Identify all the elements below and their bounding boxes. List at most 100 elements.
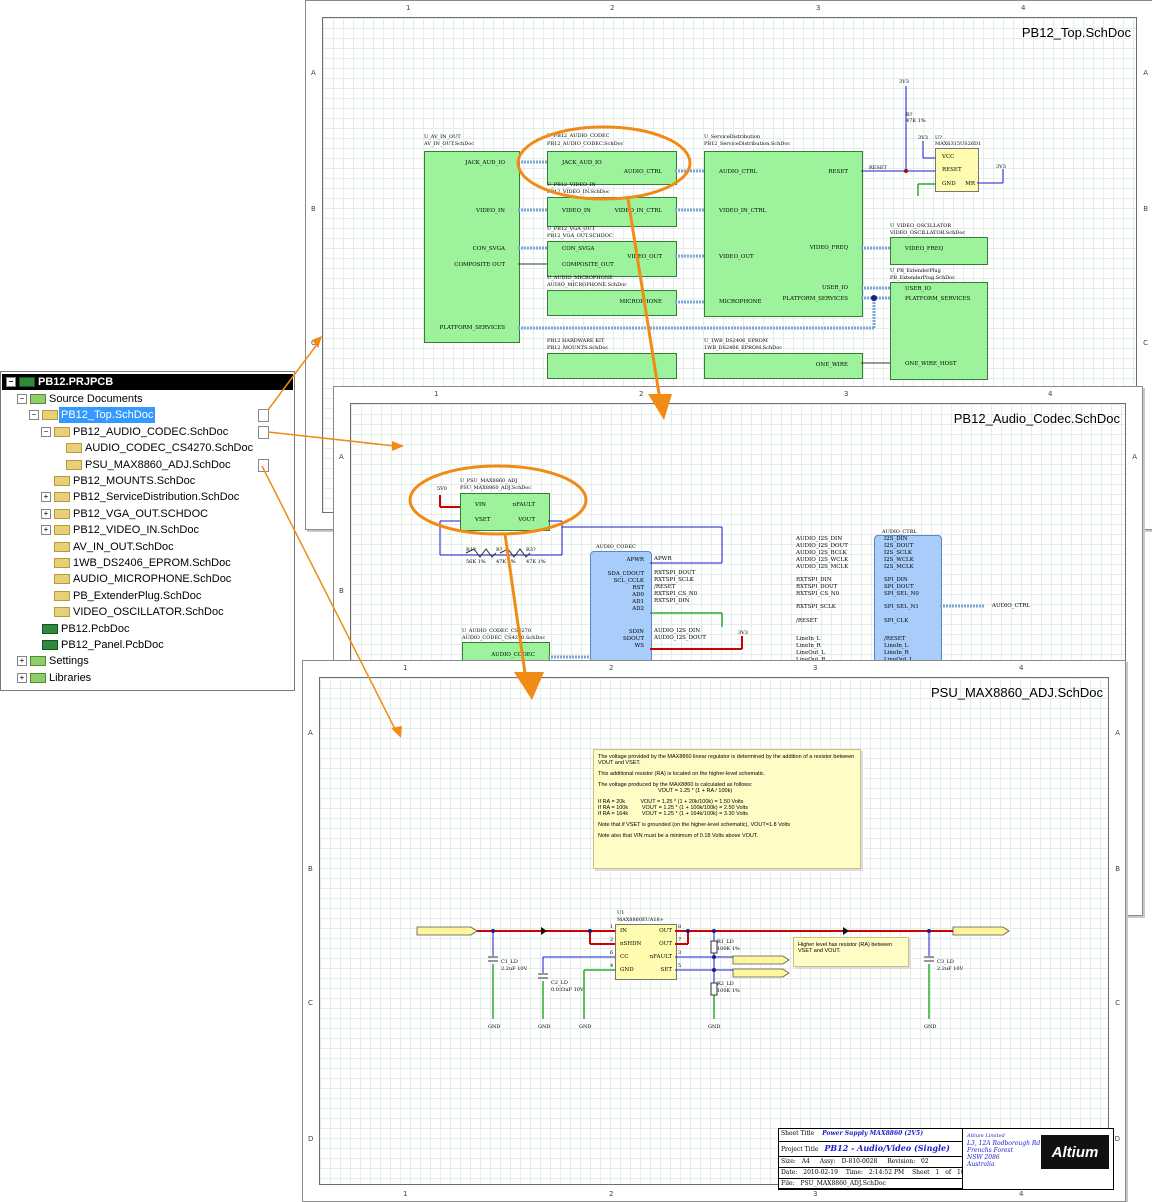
tree-root[interactable]: − PB12.PRJPCB (2, 374, 293, 390)
sheet-symbol-audio-codec[interactable]: JACK_AUD_IO AUDIO_CTRL (547, 151, 677, 185)
tree-item[interactable]: −Source Documents (1, 391, 294, 407)
expand-icon[interactable]: + (41, 508, 51, 519)
tree-item[interactable]: +PB12_ServiceDistribution.SchDoc (1, 489, 294, 505)
tree-item[interactable]: +PB12_VIDEO_IN.SchDoc (1, 522, 294, 538)
design-note: The voltage provided by the MAX8860 line… (593, 749, 861, 869)
ctrl-net-label: AUDIO_I2S_DIN (796, 536, 843, 542)
port-label: VOUT (518, 517, 535, 523)
sheet-symbol-mounts[interactable] (547, 353, 677, 379)
tree-item[interactable]: VIDEO_OSCILLATOR.SchDoc (1, 604, 294, 620)
collapse-icon[interactable]: − (6, 377, 16, 387)
pin-number: 4 (610, 963, 614, 969)
psu-block-designator: U_PSU_MAX8860_ADJ (460, 478, 518, 484)
tree-item[interactable]: AV_IN_OUT.SchDoc (1, 539, 294, 555)
audio-ctrl-port: AUDIO_CTRL (992, 603, 1031, 609)
port-label: VIDEO_OUT (719, 254, 754, 260)
eprom-file: 1WB_DS2406_EPROM.SchDoc (704, 345, 783, 351)
tree-item[interactable]: PSU_MAX8860_ADJ.SchDoc (1, 457, 294, 473)
port-label: VIDEO_FREQ (905, 246, 944, 252)
sheet-symbol-service-distribution[interactable]: AUDIO_CTRL VIDEO_IN_CTRL VIDEO_OUT MICRO… (704, 151, 863, 317)
pin-label: GND (620, 967, 634, 973)
collapse-icon[interactable]: − (29, 410, 39, 421)
tree-item[interactable]: +PB12_VGA_OUT.SCHDOC (1, 506, 294, 522)
document-open-icon (258, 425, 269, 439)
gnd-label: GND (538, 1024, 551, 1030)
zone-col-4: 4 (1021, 4, 1026, 12)
ctrl-net-label: /RESET (796, 618, 818, 624)
sheet-symbol-vga-out[interactable]: CON_SVGA COMPOSITE_OUT VIDEO_OUT (547, 241, 677, 277)
tree-item[interactable]: PB_ExtenderPlug.SchDoc (1, 588, 294, 604)
tb-file: PSU_MAX8860_ADJ.SchDoc (800, 1180, 886, 1187)
ctrl-pin-label: LineIn_L (884, 643, 909, 649)
zone-col-4: 4 (1048, 390, 1053, 398)
title-block: Sheet Title Power Supply MAX8860 (2V5) P… (778, 1128, 1114, 1190)
collapse-icon[interactable]: − (17, 394, 27, 404)
pin-number: 2 (610, 937, 614, 943)
schematic-document-icon (54, 426, 70, 437)
projects-panel: − PB12.PRJPCB −Source Documents−PB12_Top… (0, 371, 295, 691)
tree-item[interactable]: PB12_MOUNTS.SchDoc (1, 473, 294, 489)
sheet-symbol-av-in-out[interactable]: JACK_AUD_IO VIDEO_IN CON_SVGA COMPOSITE … (424, 151, 520, 343)
tree-item[interactable]: AUDIO_CODEC_CS4270.SchDoc (1, 440, 294, 456)
port-label: VIDEO_IN_CTRL (614, 208, 662, 214)
pin-label: IN (620, 928, 627, 934)
sheet-symbol-extender-plug[interactable]: USER_IO PLATFORM_SERVICES ONE_WIRE_HOST (890, 282, 988, 380)
sheet-symbol-psu-max8860[interactable]: VIN VSET nFAULT VOUT (460, 493, 550, 531)
sheet-symbol-eprom[interactable]: ONE_WIRE (704, 353, 863, 379)
zone-row-a: A (339, 453, 344, 461)
vga-designator: U_PB12_VGA_OUT (547, 226, 595, 232)
sheet-symbol-microphone[interactable]: MICROPHONE (547, 290, 677, 316)
ic-max6315[interactable]: VCC RESET GND MR (935, 148, 979, 192)
pin-label: SET (660, 967, 672, 973)
expand-icon[interactable]: + (17, 656, 27, 667)
zone-col-3: 3 (813, 664, 818, 672)
codec-net-label: RXTSPI_SCLK (654, 577, 694, 583)
zone-row-c-right: C (1143, 339, 1148, 347)
av-file: AV_IN_OUT.SchDoc (424, 141, 475, 147)
altium-logo: Altium (1041, 1135, 1109, 1169)
sheet-symbol-video-oscillator[interactable]: VIDEO_FREQ (890, 237, 988, 265)
company-line: L3, 12A Rodborough Rd (967, 1140, 1041, 1147)
gnd-label: GND (488, 1024, 501, 1030)
expand-icon[interactable]: + (17, 672, 27, 683)
tree-item[interactable]: +Settings (1, 653, 294, 669)
ctrl-net-label: RXTSPI_DOUT (796, 584, 838, 590)
pin-label: OUT (659, 928, 672, 934)
zone-col-3-bottom: 3 (813, 1190, 818, 1198)
tb-date-row: Date: 2010-02-19 Time: 2:14:52 PM Sheet … (779, 1168, 963, 1179)
cap-label: C3_LD (937, 959, 954, 965)
tree-item[interactable]: AUDIO_MICROPHONE.SchDoc (1, 571, 294, 587)
company-line: Frenchs Forest (967, 1147, 1014, 1154)
zone-col-3: 3 (816, 4, 821, 12)
port-label: AUDIO_CODEC (491, 652, 535, 658)
schematic-document-icon (54, 541, 70, 552)
zone-row-b-right: B (1143, 205, 1148, 213)
port-label: JACK_AUD_IO (562, 160, 602, 166)
tree-item[interactable]: −PB12_AUDIO_CODEC.SchDoc (1, 424, 294, 440)
ic-max8860[interactable]: IN nSHDN CC GND OUT OUT nFAULT SET (615, 924, 677, 980)
tree-item[interactable]: PB12.PcbDoc (1, 621, 294, 637)
tree-item[interactable]: −PB12_Top.SchDoc (1, 407, 294, 424)
sheet-title: PB12_Audio_Codec.SchDoc (953, 411, 1120, 426)
audio-codec-component[interactable] (590, 551, 652, 665)
power-3v3: 3V3 (918, 135, 928, 141)
tree-item[interactable]: PB12_Panel.PcbDoc (1, 637, 294, 653)
power-5v0: 5V0 (437, 486, 447, 492)
port-label: nFAULT (512, 502, 535, 508)
tree-item[interactable]: +Libraries (1, 670, 294, 686)
tb-label: File: (781, 1180, 795, 1187)
ctrl-pin-label: I2S_DIN (884, 536, 908, 542)
cap-label: C1_LD (501, 959, 518, 965)
tb-file-row: File: PSU_MAX8860_ADJ.SchDoc (779, 1179, 963, 1189)
schematic-document-icon (54, 525, 70, 536)
av-designator: U_AV_IN_OUT (424, 134, 461, 140)
zone-row-b: B (311, 205, 316, 213)
tree-item[interactable]: 1WB_DS2406_EPROM.SchDoc (1, 555, 294, 571)
expand-icon[interactable]: + (41, 492, 51, 503)
collapse-icon[interactable]: − (41, 426, 51, 437)
expand-icon[interactable]: + (41, 525, 51, 536)
gnd-label: GND (708, 1024, 721, 1030)
sheet-symbol-video-in[interactable]: VIDEO_IN VIDEO_IN_CTRL (547, 197, 677, 227)
resistor-label: R3? (526, 547, 536, 553)
tb-sheet-no: 1 (935, 1169, 940, 1176)
